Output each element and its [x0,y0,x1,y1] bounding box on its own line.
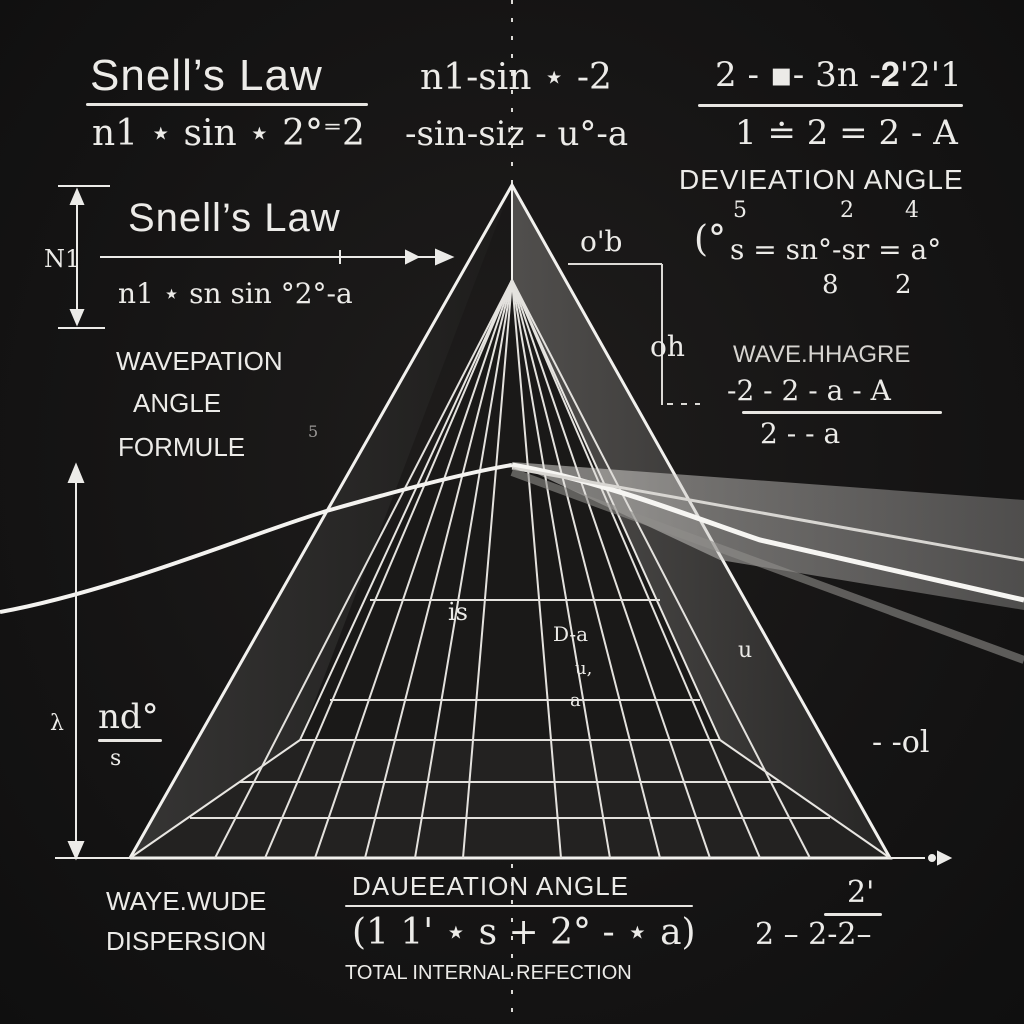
prism-grid [190,279,830,859]
prism-mark: u, [575,658,593,679]
incoming-light-beam [0,463,513,614]
stray-mark: 5 [308,422,319,441]
left-fraction-numerator: nd° [98,697,159,737]
fraction-bar [698,104,963,107]
bottom-deviation-formula: (1 1' ⋆ s + 2° - ⋆ a) [352,912,696,953]
fraction-bar [345,905,693,907]
right-ol-mark: - -ol [872,725,930,760]
top-center-formula-line1: n1-sin ⋆ -2 [420,57,612,98]
mid-right-equation: s = sn°-sr = a° [730,233,942,266]
snells-law-title-top: Snell’s Law [90,51,323,100]
bottom-right-denominator: 2 – 2-2– [755,917,872,952]
top-center-formula-line2: -sin-siz - u°-a [405,114,629,154]
subscript-2: 2 [895,270,912,300]
wave-numerator: -2 - 2 - a - A [727,374,891,407]
open-paren: (° [694,219,727,260]
angle-label: ANGLE [133,388,222,418]
bottom-deviation-angle-title: DAUEEATION ANGLE [352,871,630,901]
snells-law-formula-left: n1 ⋆ sn sin °2°-a [118,277,353,310]
left-fraction-denominator: s [110,746,122,771]
deviation-numerator: 2 - ▪- 3n -𝟐'2'1 [715,55,962,95]
dispersion-label: DISPERSION [106,926,267,956]
fraction-bar [86,103,368,106]
superscript-4: 4 [905,198,919,223]
bottom-right-numerator: 2' [847,875,875,910]
fraction-bar [742,411,942,414]
prism-inner-face [300,280,720,740]
lambda-symbol: λ [50,711,64,736]
wave-heading: WAVE.HHAGRE [733,341,911,368]
n1-dimension-arrow [58,185,110,329]
bracket-line [568,263,700,405]
wave-wude-label: WAYE.WUDE [106,886,267,916]
prism-mark: D-a [553,622,589,646]
superscript-2: 2 [840,198,854,223]
formule-label: FORMULE [118,432,246,462]
deviation-denominator: 1 ≐ 2 = 2 - A [735,113,958,153]
snells-law-title-left: Snell’s Law [128,196,341,240]
oh-marker: oh [650,330,685,363]
deviation-angle-label: DEVIEATION ANGLE [679,164,964,195]
wave-denominator: 2 - - a [760,417,841,450]
wavepation-label: WAVEPATION [116,346,283,376]
prism-mark: u [738,638,753,663]
prism-mark: a [570,690,581,711]
ob-marker: o'b [580,225,623,258]
subscript-8: 8 [822,270,839,300]
fraction-bar [98,739,162,742]
snell-horizontal-arrow [100,248,455,266]
base-arrow [890,850,953,866]
height-dimension-arrow [55,462,135,861]
total-internal-reflection-caption: TOTAL INTERNAL REFECTION [345,962,632,984]
fraction-bar [824,913,882,916]
superscript-5: 5 [733,198,747,223]
prism-mark: is [448,598,468,626]
n1-dimension-label: N1 [44,245,81,273]
snells-law-formula-top: n1 ⋆ sin ⋆ 2°⁼2 [92,113,365,154]
